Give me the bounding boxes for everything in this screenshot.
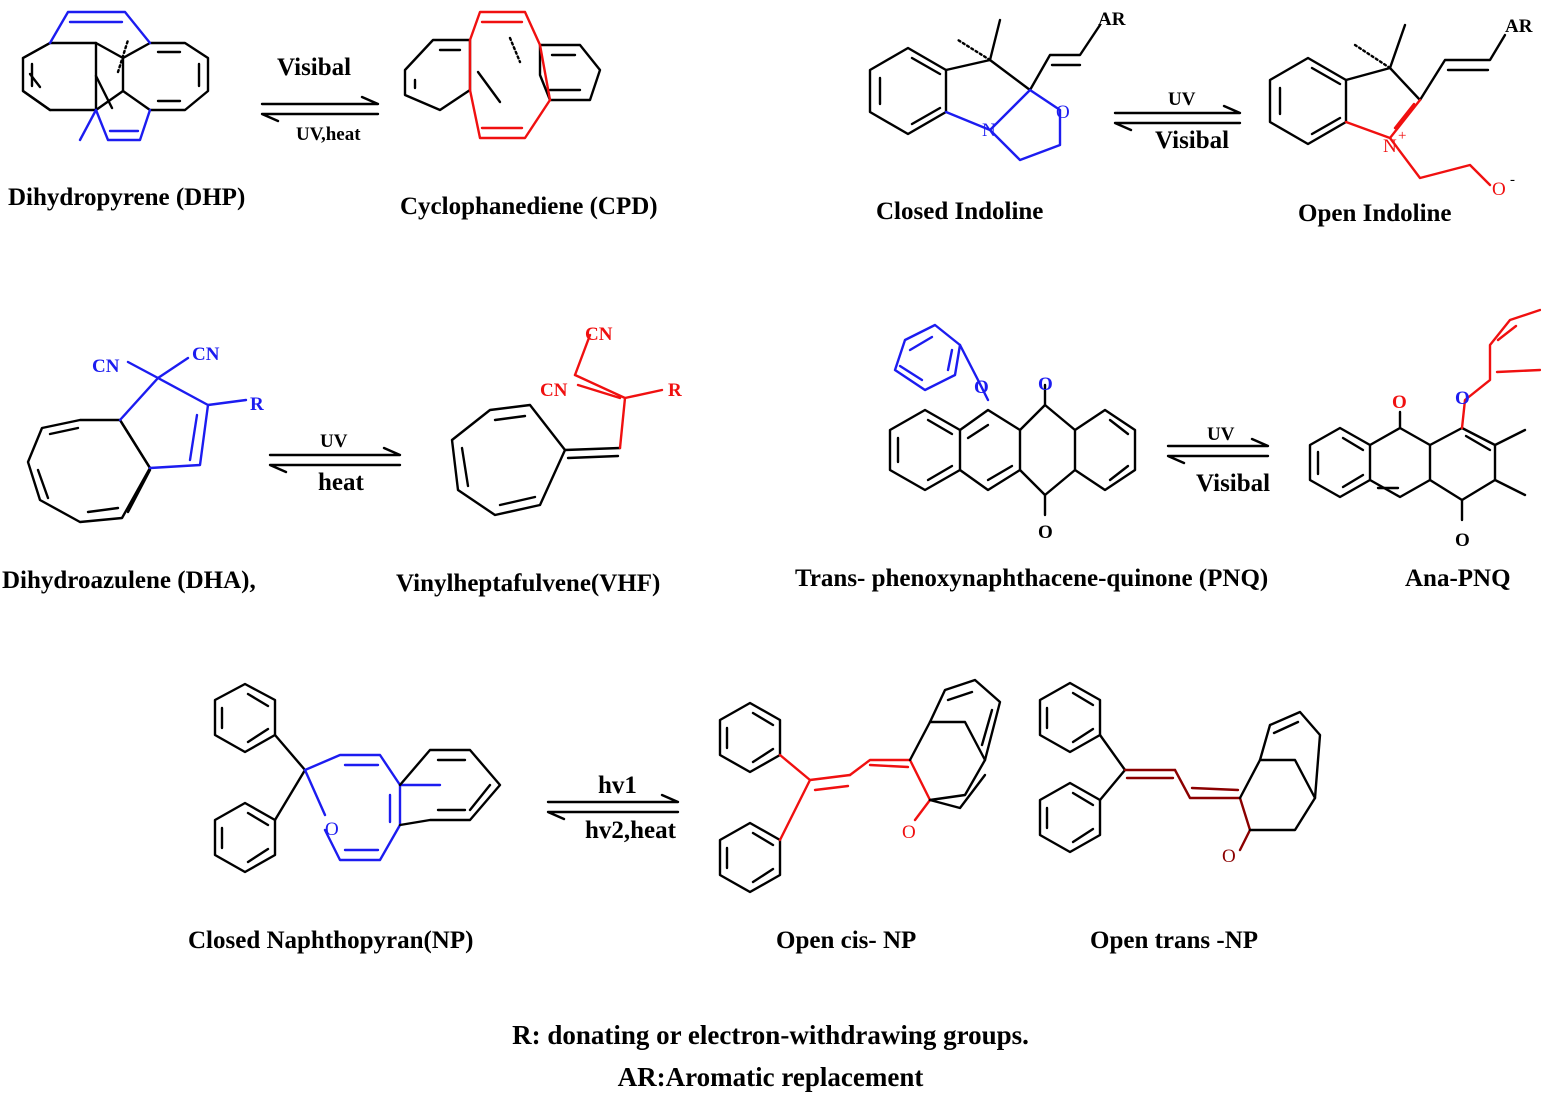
open-trans-np-structure xyxy=(1038,681,1322,854)
arrow-label-visibal-1: Visibal xyxy=(277,54,351,81)
atom-o-ana-top: O xyxy=(1392,392,1407,413)
vhf-structure xyxy=(450,333,664,517)
atom-o-pnq-ether: O xyxy=(974,377,989,398)
indoline-equilibrium-arrow xyxy=(1113,104,1242,132)
np-equilibrium-arrow xyxy=(546,793,680,821)
atom-cn-4: CN xyxy=(540,380,568,401)
atom-n-1: N xyxy=(982,120,996,141)
arrow-label-hv2heat: hv2,heat xyxy=(585,817,677,844)
pnq-structure xyxy=(888,323,1137,517)
arrow-label-uv-1: UV xyxy=(1168,89,1196,110)
atom-o-ana-bottom: O xyxy=(1455,530,1470,551)
label-cpd: Cyclophanediene (CPD) xyxy=(400,193,658,220)
open-cis-np-structure xyxy=(718,678,1002,894)
arrow-label-uv-3: UV xyxy=(1207,424,1235,445)
atom-cn-2: CN xyxy=(192,344,220,365)
atom-ar-1: AR xyxy=(1098,9,1126,30)
atom-plus-charge: + xyxy=(1398,128,1406,144)
arrow-label-hv1: hv1 xyxy=(598,772,637,799)
label-ana-pnq: Ana-PNQ xyxy=(1405,565,1511,592)
atom-r-1: R xyxy=(250,394,264,415)
atom-o-cis: O xyxy=(902,822,916,843)
atom-o-ana-ether: O xyxy=(1455,388,1470,409)
arrow-label-uv-2: UV xyxy=(320,431,348,452)
arrow-label-heat: heat xyxy=(318,469,365,496)
footnote-r: R: donating or electron-withdrawing grou… xyxy=(512,1020,1029,1050)
cpd-structure xyxy=(403,10,602,140)
ana-pnq-structure xyxy=(1308,308,1541,522)
label-open-trans-np: Open trans -NP xyxy=(1090,927,1258,954)
open-indoline-structure xyxy=(1268,23,1507,187)
atom-o-trans: O xyxy=(1222,846,1236,867)
dha-equilibrium-arrow xyxy=(268,446,402,474)
atom-cn-3: CN xyxy=(585,324,613,345)
dhp-structure xyxy=(21,10,210,142)
atom-o-minus: O xyxy=(1492,179,1506,200)
arrow-label-uvheat-1: UV,heat xyxy=(296,124,361,145)
footnote-ar: AR:Aromatic replacement xyxy=(617,1062,924,1092)
closed-indoline-structure xyxy=(868,18,1102,162)
atom-ar-2: AR xyxy=(1505,16,1533,37)
arrow-label-visibal-3: Visibal xyxy=(1196,470,1270,497)
atom-o-pnq-top: O xyxy=(1038,374,1053,395)
pnq-equilibrium-arrow xyxy=(1166,437,1270,465)
label-vhf: Vinylheptafulvene(VHF) xyxy=(396,570,660,597)
dha-structure xyxy=(26,356,248,524)
closed-np-structure xyxy=(213,682,502,874)
label-dha: Dihydroazulene (DHA), xyxy=(2,567,256,594)
label-closed-indoline: Closed Indoline xyxy=(876,198,1043,225)
atom-n-plus: N xyxy=(1383,136,1397,157)
atom-minus-charge: - xyxy=(1510,172,1515,188)
dhp-equilibrium-arrow xyxy=(260,95,380,123)
atom-r-2: R xyxy=(668,380,682,401)
label-open-cis-np: Open cis- NP xyxy=(776,927,916,954)
label-open-indoline: Open Indoline xyxy=(1298,200,1452,227)
atom-cn-1: CN xyxy=(92,356,120,377)
label-pnq: Trans- phenoxynaphthacene-quinone (PNQ) xyxy=(795,565,1268,592)
atom-o-np-closed: O xyxy=(325,819,339,840)
arrow-label-visibal-2: Visibal xyxy=(1155,127,1229,154)
label-dhp: Dihydropyrene (DHP) xyxy=(8,184,245,211)
atom-o-1: O xyxy=(1056,102,1070,123)
label-closed-np: Closed Naphthopyran(NP) xyxy=(188,927,473,954)
atom-o-pnq-bottom: O xyxy=(1038,522,1053,543)
